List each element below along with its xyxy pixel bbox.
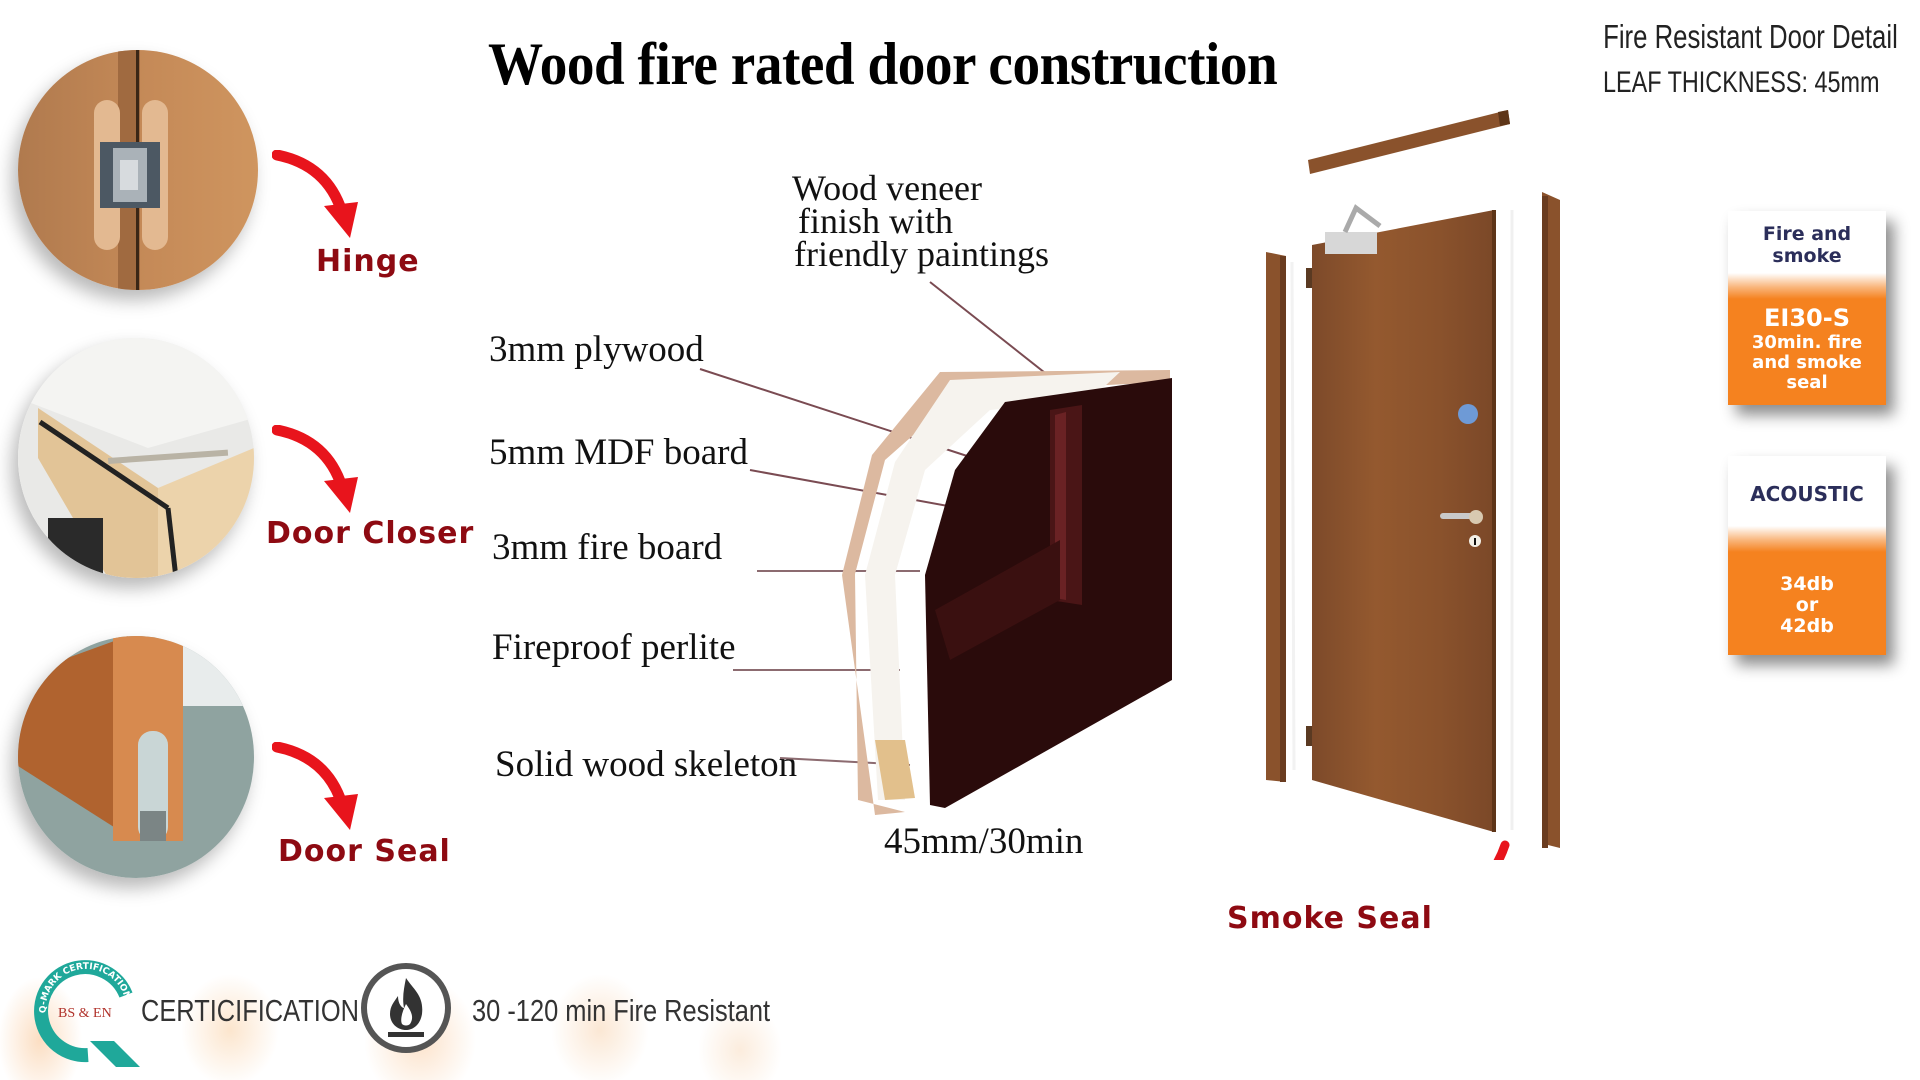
hinge-icon <box>18 50 258 290</box>
layer-perlite-label: Fireproof perlite <box>492 627 736 668</box>
fire-resistance-label: 30 -120 min Fire Resistant <box>472 993 771 1028</box>
thickness-caption: 45mm/30min <box>884 821 1084 862</box>
veneer-line-1: Wood veneer <box>792 168 983 208</box>
veneer-line-2: finish with <box>798 201 954 241</box>
layer-mdf-label: 5mm MDF board <box>489 432 748 473</box>
card1-detail-line3: seal <box>1786 372 1828 393</box>
card1-heading-line2: smoke <box>1772 245 1842 267</box>
door-closer-arrow-icon <box>272 425 358 513</box>
layer-fireboard-label: 3mm fire board <box>492 527 723 568</box>
card1-heading-line1: Fire and <box>1762 223 1852 245</box>
smoke-seal-label: Smoke Seal <box>1227 901 1433 936</box>
door-cross-section <box>699 281 1172 815</box>
flammable-icon <box>361 963 451 1053</box>
hinge-photo <box>18 50 258 290</box>
card1-rating: EI30-S <box>1764 304 1850 332</box>
door-detail-heading: Fire Resistant Door Detail <box>1603 18 1898 55</box>
acoustic-rating-card: ACOUSTIC 34db or 42db <box>1728 456 1886 655</box>
door-closer-label: Door Closer <box>266 516 475 551</box>
card2-detail-line1: 34db <box>1780 573 1834 595</box>
card1-band <box>1728 273 1886 299</box>
page-title: Wood fire rated door construction <box>488 31 1278 97</box>
hinge-label: Hinge <box>316 244 420 279</box>
card2-heading: ACOUSTIC <box>1750 482 1864 506</box>
card2-detail-line2: or <box>1795 594 1819 616</box>
card1-detail-line2: and smoke <box>1752 352 1862 373</box>
certification-label: CERTICIFICATION <box>141 993 359 1028</box>
door-seal-arrow-icon <box>272 742 358 830</box>
veneer-line-3: friendly paintings <box>794 234 1049 274</box>
leaf-thickness-text: LEAF THICKNESS: 45mm <box>1603 66 1880 99</box>
card1-detail-line1: 30min. fire <box>1751 332 1863 353</box>
logo-inner-text: BS & EN <box>58 1006 112 1021</box>
layer-plywood-label: 3mm plywood <box>489 329 704 370</box>
hinge-arrow-icon <box>272 150 358 238</box>
door-closer-icon <box>18 338 254 578</box>
door-seal-photo <box>18 636 254 878</box>
veneer-label: Wood veneer finish with friendly paintin… <box>792 168 1049 274</box>
card2-detail-line3: 42db <box>1780 615 1834 637</box>
card2-band <box>1728 526 1886 552</box>
door-closer-photo <box>18 338 254 578</box>
door-seal-label: Door Seal <box>278 834 451 869</box>
q-mark-certification-logo: Q-MARK CERTIFICATION BS & EN <box>34 960 140 1067</box>
exploded-door-illustration <box>1266 110 1560 860</box>
door-seal-icon <box>18 636 254 878</box>
fire-smoke-rating-card: Fire and smoke EI30-S 30min. fire and sm… <box>1728 211 1886 405</box>
layer-skeleton-label: Solid wood skeleton <box>495 744 798 785</box>
